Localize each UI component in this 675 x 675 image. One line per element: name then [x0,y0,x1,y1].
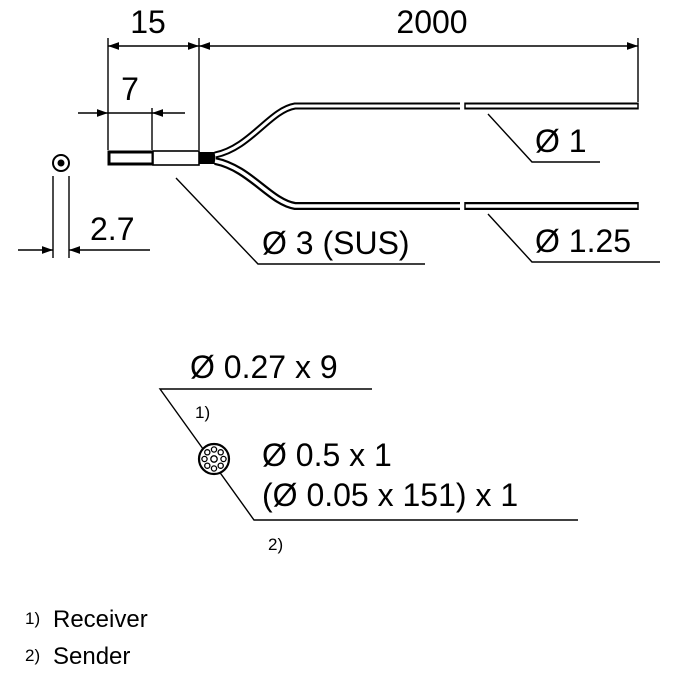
sender-core-spec: Ø 0.5 x 1 [262,437,392,473]
top-dimension-lines [78,38,639,150]
fiber-head [107,150,215,166]
cables [214,102,639,210]
dimension-15: 15 [130,4,166,40]
end-view [18,154,150,258]
legend-marker-sender: 2) [25,646,40,665]
fiber-ring-icon [201,446,227,472]
marker-sender: 2) [268,535,283,554]
dimension-2000: 2000 [396,4,467,40]
sender-cable-diameter: Ø 1.25 [535,223,631,259]
marker-receiver: 1) [195,403,210,422]
legend: 1) Receiver 2) Sender [25,606,148,670]
receiver-spec: Ø 0.27 x 9 [190,349,338,385]
sender-fibers-spec: (Ø 0.05 x 151) x 1 [262,477,518,513]
end-view-width: 2.7 [90,211,134,247]
legend-marker-receiver: 1) [25,609,40,628]
sleeve-diameter: Ø 3 (SUS) [262,225,410,261]
cross-section [158,388,578,521]
diameter-leaders [175,113,660,265]
dimension-7: 7 [121,71,139,107]
legend-label-receiver: Receiver [53,606,148,633]
legend-label-sender: Sender [53,643,130,670]
receiver-cable-diameter: Ø 1 [535,123,587,159]
